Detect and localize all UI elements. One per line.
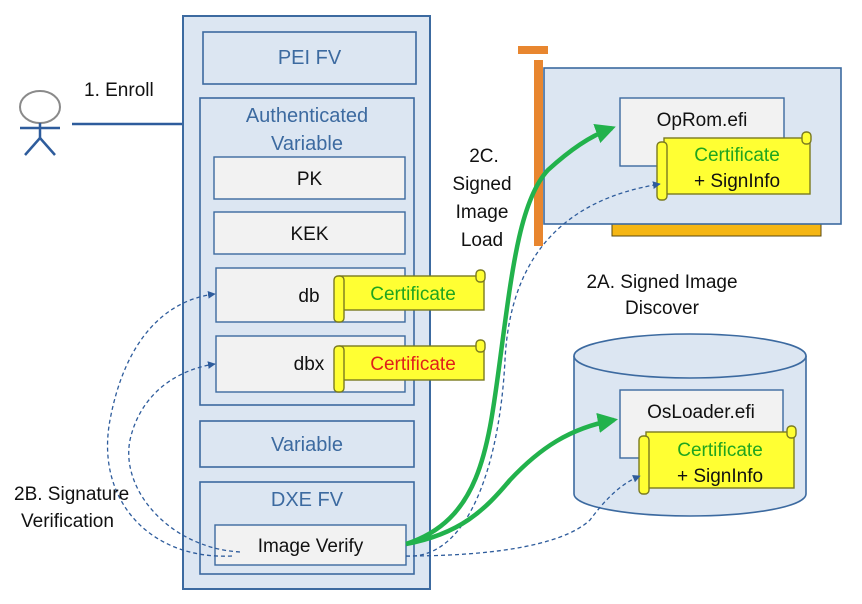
db-label: db bbox=[298, 286, 319, 307]
disk-cylinder: OsLoader.efi Certificate + SignInfo bbox=[573, 333, 807, 517]
variable-box bbox=[199, 420, 415, 468]
osloader-label: OsLoader.efi bbox=[647, 402, 755, 423]
discover-osloader-arrow bbox=[405, 474, 641, 557]
user-icon bbox=[19, 90, 61, 156]
oprom-label: OpRom.efi bbox=[657, 110, 748, 131]
signed-load-label-3: Image bbox=[456, 202, 509, 223]
dbx-certificate-scroll: Certificate bbox=[333, 339, 486, 393]
db-certificate-label: Certificate bbox=[370, 284, 456, 305]
discover-oprom-arrow bbox=[405, 181, 661, 557]
kek-label: KEK bbox=[290, 224, 328, 245]
pk-label: PK bbox=[297, 169, 323, 190]
pei-fv-box bbox=[202, 31, 417, 85]
option-rom-card: OpRom.efi Certificate + SignInfo bbox=[518, 46, 842, 246]
enroll-label: 1. Enroll bbox=[84, 80, 154, 101]
discover-label-1: 2A. Signed Image bbox=[586, 272, 737, 293]
verify-label-1: 2B. Signature bbox=[14, 484, 129, 505]
load-osloader-arrow bbox=[405, 412, 618, 547]
variable-label: Variable bbox=[271, 434, 343, 456]
kek-box bbox=[213, 211, 406, 255]
db-certificate-scroll: Certificate bbox=[333, 269, 486, 323]
osloader-certificate-label: Certificate bbox=[677, 440, 763, 461]
signed-load-label-4: Load bbox=[461, 230, 503, 251]
image-verify-box bbox=[214, 524, 407, 566]
signed-load-label-2: Signed bbox=[452, 174, 511, 195]
osloader-signinfo-label: + SignInfo bbox=[677, 466, 763, 487]
oprom-signinfo-label: + SignInfo bbox=[694, 171, 780, 192]
discover-label-2: Discover bbox=[625, 298, 700, 319]
verify-dbx-arrow bbox=[128, 361, 241, 553]
auth-variable-label-1: Authenticated bbox=[246, 105, 368, 127]
pk-box bbox=[213, 156, 406, 200]
load-oprom-arrow bbox=[405, 124, 616, 547]
verify-db-arrow bbox=[106, 290, 233, 557]
pei-fv-label: PEI FV bbox=[278, 47, 342, 69]
image-verify-label: Image Verify bbox=[258, 536, 364, 557]
oprom-certificate-label: Certificate bbox=[694, 145, 780, 166]
dxe-fv-label: DXE FV bbox=[271, 489, 344, 511]
auth-variable-label-2: Variable bbox=[271, 133, 343, 155]
dbx-label: dbx bbox=[294, 354, 325, 375]
verify-label-2: Verification bbox=[21, 511, 114, 532]
dbx-certificate-label: Certificate bbox=[370, 354, 456, 375]
signed-load-label-1: 2C. bbox=[469, 146, 499, 167]
